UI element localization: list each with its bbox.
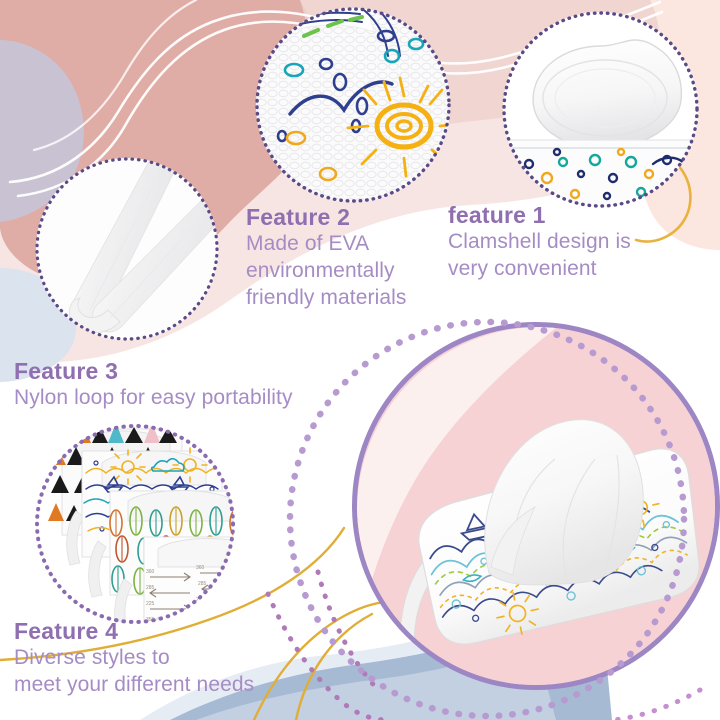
feature-2-description: Made of EVA environmentally friendly mat… <box>246 231 446 312</box>
svg-text:285: 285 <box>198 581 207 587</box>
feature-2-desc-line-3: friendly materials <box>246 285 407 309</box>
feature-4-title: Feature 4 <box>14 618 119 644</box>
feature-1-title: feature 1 <box>448 202 546 228</box>
eva-material-macro-photo <box>256 8 450 202</box>
svg-text:285: 285 <box>146 585 155 591</box>
svg-text:360: 360 <box>196 565 205 571</box>
svg-text:360: 360 <box>146 569 155 575</box>
feature-3-description: Nylon loop for easy portability <box>14 385 344 412</box>
hero-product-photo <box>352 322 720 690</box>
clamshell-lid-photo <box>503 12 698 207</box>
svg-text:225: 225 <box>146 601 155 607</box>
feature-2-title: Feature 2 <box>246 204 351 230</box>
feature-3-title: Feature 3 <box>14 358 119 384</box>
feature-2-block: Feature 2 Made of EVA environmentally fr… <box>246 203 446 312</box>
svg-text:225: 225 <box>196 597 205 603</box>
case-base <box>506 139 696 207</box>
feature-1-desc-line-1: Clamshell design is <box>448 230 631 254</box>
feature-2-desc-line-1: Made of EVA <box>246 232 370 256</box>
white-wave-line-3 <box>32 0 198 152</box>
purple-dotted-curve-3 <box>611 687 703 720</box>
feature-1-desc-line-2: very convenient <box>448 256 597 280</box>
feature-4-desc-line-2: meet your different needs <box>14 672 255 696</box>
feature-3-desc-line-1: Nylon loop for easy portability <box>14 386 293 410</box>
feature-3-block: Feature 3 Nylon loop for easy portabilit… <box>14 357 344 412</box>
feature-4-block: Feature 4 Diverse styles to meet your di… <box>14 617 344 699</box>
inner-blue-corner <box>357 656 421 685</box>
feature-2-desc-line-2: environmentally <box>246 258 395 282</box>
feature-4-desc-line-1: Diverse styles to <box>14 646 170 670</box>
feature-1-description: Clamshell design is very convenient <box>448 229 698 283</box>
feature-4-description: Diverse styles to meet your different ne… <box>14 645 344 699</box>
nylon-loop-photo <box>36 158 218 340</box>
feature-1-block: feature 1 Clamshell design is very conve… <box>448 201 698 283</box>
